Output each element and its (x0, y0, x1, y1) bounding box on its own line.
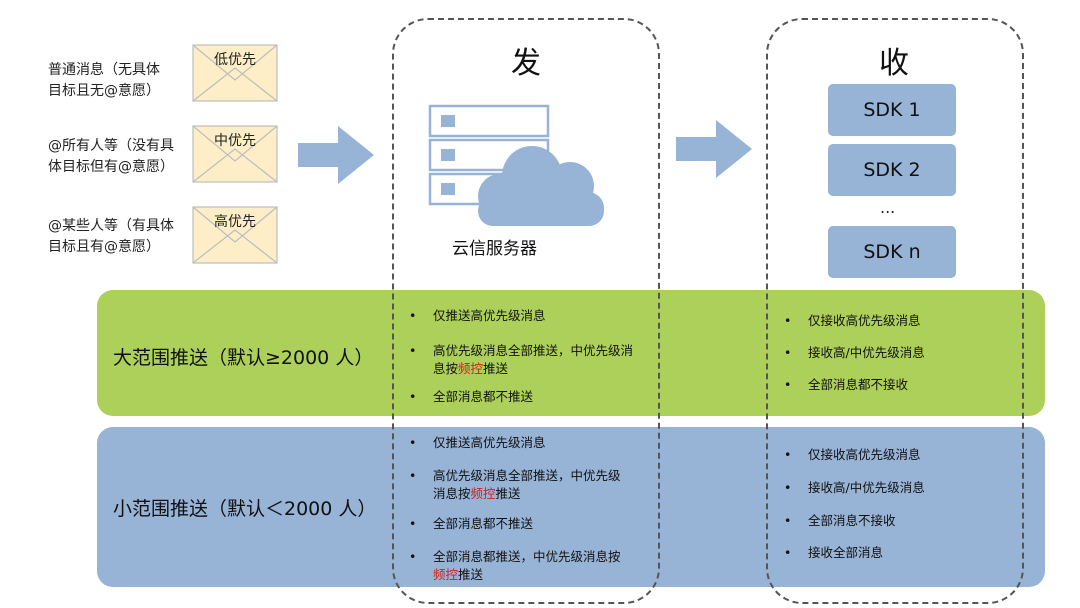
small-receive-rule: •接收全部消息 (784, 545, 884, 560)
frequency-control-highlight: 频控 (458, 361, 484, 376)
large-receive-rule: •仅接收高优先级消息 (784, 313, 921, 328)
small-range-title: 小范围推送（默认＜2000 人） (113, 498, 377, 520)
frequency-control-highlight: 频控 (433, 567, 459, 582)
large-send-rule: •仅推送高优先级消息 (409, 308, 546, 323)
arrow-right-icon (298, 126, 374, 184)
frequency-control-highlight: 频控 (470, 486, 496, 501)
sdk-box: SDK 2 (828, 144, 956, 196)
small-range-band (97, 427, 1045, 587)
large-receive-rule: •全部消息都不接收 (784, 377, 909, 392)
large-range-title: 大范围推送（默认≥2000 人） (113, 347, 374, 369)
send-title: 发 (511, 46, 541, 81)
priority-high-label: 高优先 (214, 214, 256, 230)
envelope-icon: 低优先 (192, 44, 278, 102)
small-receive-rule: •仅接收高优先级消息 (784, 447, 921, 462)
large-receive-rule: •接收高/中优先级消息 (784, 345, 925, 360)
small-send-rule: •仅推送高优先级消息 (409, 435, 546, 450)
small-send-rule: • 高优先级消息全部推送，中优先级 消息按频控推送 (409, 468, 621, 501)
priority-medium-label: 中优先 (214, 133, 256, 149)
small-send-rule: • 全部消息都推送，中优先级消息按 频控推送 (409, 549, 621, 582)
small-receive-rule: •接收高/中优先级消息 (784, 480, 925, 495)
sdk-box: SDK n (828, 226, 956, 278)
envelope-icon: 高优先 (192, 206, 278, 264)
receive-column-box (766, 18, 1024, 604)
small-send-rule: •全部消息都不推送 (409, 516, 534, 531)
large-range-band (97, 290, 1045, 416)
sdk-box: SDK 1 (828, 84, 956, 136)
message-label-normal: 普通消息（无具体 目标且无@意愿） (48, 62, 160, 99)
small-receive-rule: •全部消息不接收 (784, 513, 896, 528)
message-label-at-some: @某些人等（有具体 目标且有@意愿） (48, 218, 174, 255)
cloud-server-icon (428, 104, 604, 226)
sdk-ellipsis: ... (880, 198, 896, 217)
message-label-at-all: @所有人等（没有具 体目标但有@意愿） (48, 138, 174, 175)
arrow-right-icon (676, 120, 752, 178)
receive-title: 收 (879, 46, 909, 81)
envelope-icon: 中优先 (192, 125, 278, 183)
send-column-box (392, 18, 660, 604)
priority-low-label: 低优先 (214, 52, 256, 68)
large-send-rule: • 高优先级消息全部推送，中优先级消 息按频控推送 (409, 343, 634, 376)
server-label: 云信服务器 (452, 239, 537, 259)
large-send-rule: •全部消息都不推送 (409, 389, 534, 404)
